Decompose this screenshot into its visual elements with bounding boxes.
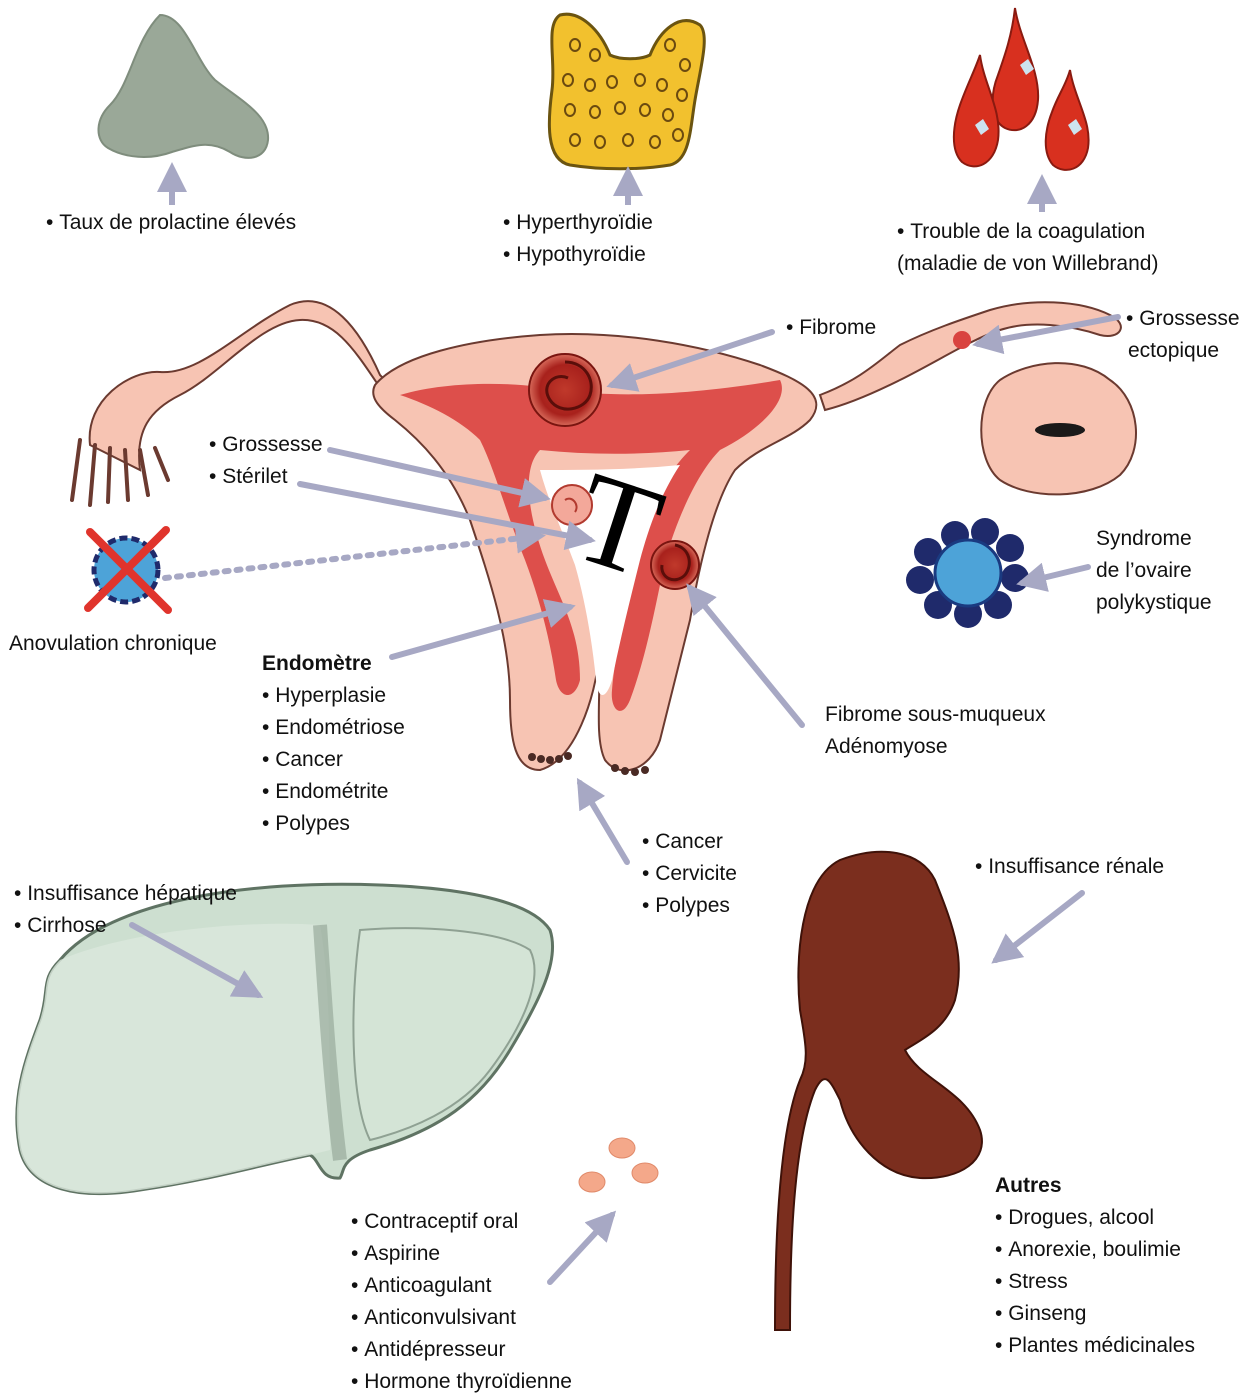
- medication-item: Anticoagulant: [351, 1270, 572, 1302]
- pregnancy-iud-label: Grossesse Stérilet: [209, 429, 323, 493]
- liver-label: Insuffisance hépatique Cirrhose: [14, 878, 237, 942]
- endometrium-item: Hyperplasie: [262, 680, 405, 712]
- thyroid-label: Hyperthyroïdie Hypothyroïdie: [503, 207, 653, 271]
- pcos-ovary-icon: [906, 518, 1029, 628]
- endometrium-item: Cancer: [262, 744, 405, 776]
- medications-label: Contraceptif oral Aspirine Anticoagulant…: [351, 1206, 572, 1398]
- others-title: Autres: [995, 1170, 1195, 1202]
- pcos-arrow: [1022, 567, 1088, 583]
- pituitary-icon: [98, 15, 268, 158]
- endometrium-item: Polypes: [262, 808, 405, 840]
- thyroid-item: Hyperthyroïdie: [503, 207, 653, 239]
- kidney-illustration: [775, 852, 982, 1330]
- kidney-arrow: [996, 893, 1082, 960]
- others-item: Anorexie, boulimie: [995, 1234, 1195, 1266]
- submucous-arrow: [690, 588, 802, 725]
- endometrium-item: Endométriose: [262, 712, 405, 744]
- others-item: Drogues, alcool: [995, 1202, 1195, 1234]
- blood-drops-icon: [954, 8, 1089, 170]
- thyroid-icon: [549, 14, 704, 169]
- medication-item: Hormone thyroïdienne: [351, 1366, 572, 1398]
- others-item: Plantes médicinales: [995, 1330, 1195, 1362]
- submucous-label: Fibrome sous-muqueux Adénomyose: [825, 699, 1046, 763]
- pcos-label: Syndrome de l’ovaire polykystique: [1096, 523, 1212, 619]
- endometrium-item: Endométrite: [262, 776, 405, 808]
- cervix-arrow: [580, 783, 627, 862]
- ovary-icon: [981, 363, 1136, 494]
- fibroid-label: Fibrome: [786, 312, 876, 344]
- thyroid-item: Hypothyroïdie: [503, 239, 653, 271]
- others-item: Stress: [995, 1266, 1195, 1298]
- endometrium-title: Endomètre: [262, 648, 405, 680]
- medication-item: Aspirine: [351, 1238, 572, 1270]
- endometrium-label: Endomètre Hyperplasie Endométriose Cance…: [262, 648, 405, 840]
- cervix-item: Polypes: [642, 890, 737, 922]
- others-item: Ginseng: [995, 1298, 1195, 1330]
- cervix-item: Cervicite: [642, 858, 737, 890]
- pills-icon: [579, 1138, 658, 1192]
- anovulation-follicle-icon: [88, 530, 168, 610]
- prolactin-label: Taux de prolactine élevés: [46, 207, 296, 239]
- cervix-item: Cancer: [642, 826, 737, 858]
- coagulation-label: Trouble de la coagulation (maladie de vo…: [897, 216, 1158, 280]
- medication-item: Contraceptif oral: [351, 1206, 572, 1238]
- medication-item: Anticonvulsivant: [351, 1302, 572, 1334]
- anovulation-label: Anovulation chronique: [9, 628, 217, 660]
- ectopic-label: Grossesse ectopique: [1126, 303, 1240, 367]
- others-label: Autres Drogues, alcool Anorexie, boulimi…: [995, 1170, 1195, 1362]
- kidney-label: Insuffisance rénale: [975, 851, 1164, 883]
- cervix-label: Cancer Cervicite Polypes: [642, 826, 737, 922]
- medication-item: Antidépresseur: [351, 1334, 572, 1366]
